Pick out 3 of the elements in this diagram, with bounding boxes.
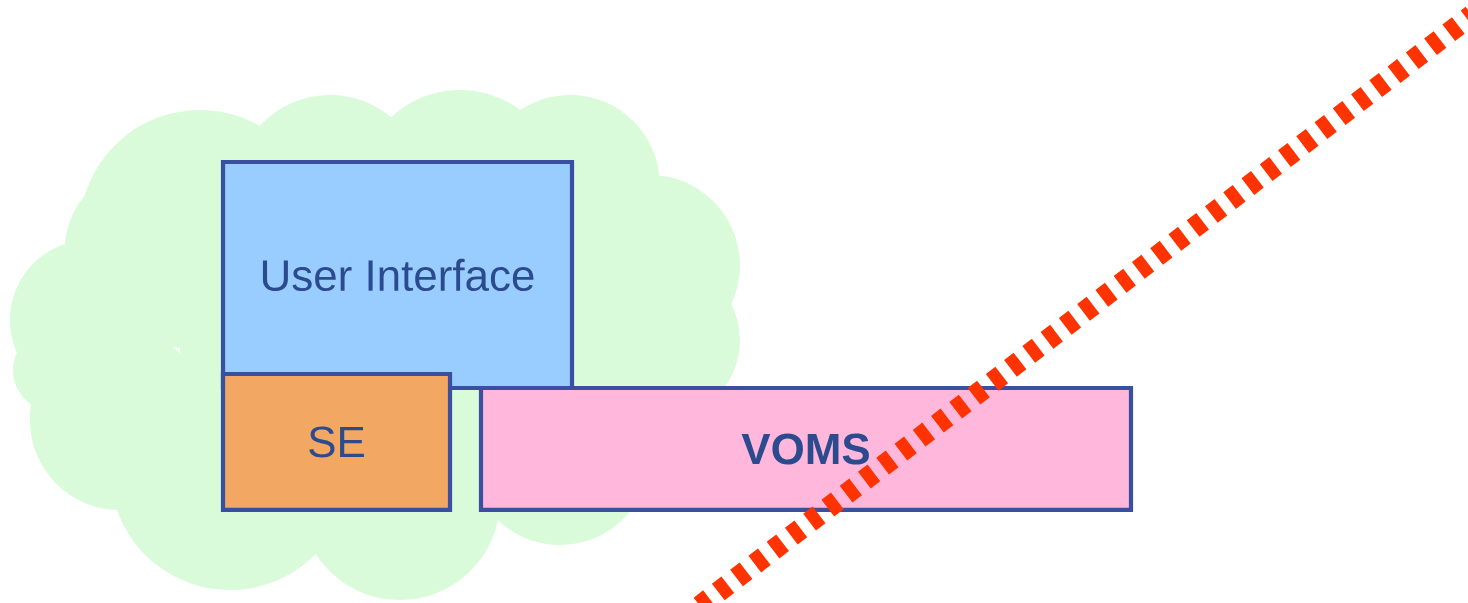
labeled-box: VOMS: [478, 385, 1134, 513]
labeled-box: SE: [220, 371, 453, 513]
labeled-box: User Interface: [220, 159, 575, 391]
